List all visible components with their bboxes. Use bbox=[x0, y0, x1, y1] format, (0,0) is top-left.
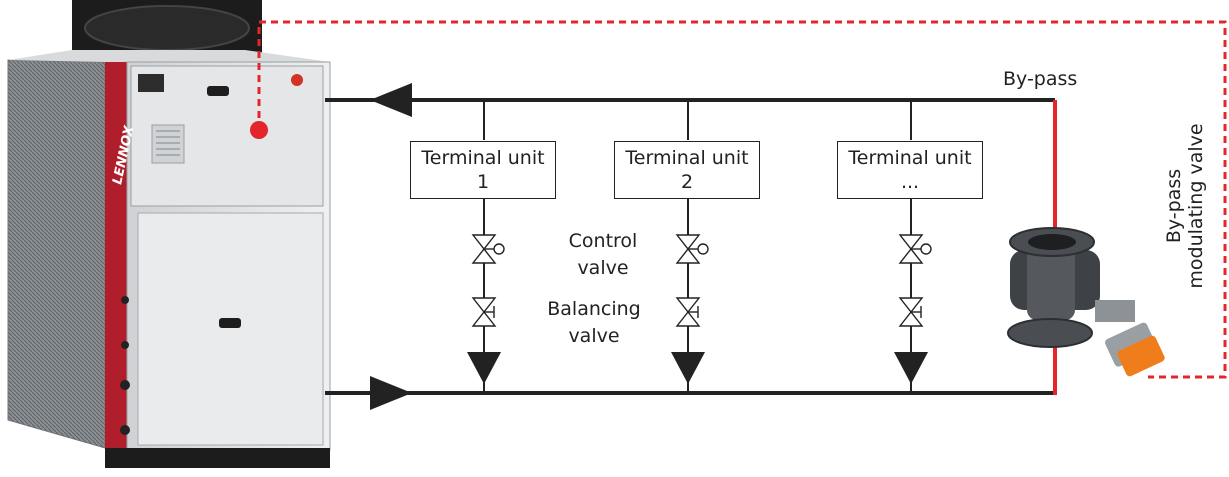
terminal-unit-1: Terminal unit 1 bbox=[410, 141, 556, 199]
valve-actuator bbox=[1117, 335, 1165, 377]
controller-dot bbox=[250, 121, 268, 139]
side-coil bbox=[7, 59, 106, 449]
valve-flange-bottom bbox=[1007, 318, 1093, 348]
control-valve-label-line2: valve bbox=[577, 257, 629, 279]
panel-handle-top bbox=[207, 86, 229, 96]
balancing-valve-label: Balancing valve bbox=[530, 296, 658, 350]
terminal-unit-3-number: ... bbox=[900, 171, 920, 193]
valve-stem-bracket bbox=[1095, 300, 1135, 322]
bypass-valve-label-line2: modulating valve bbox=[1185, 123, 1207, 289]
control-valve-label: Control valve bbox=[548, 228, 658, 282]
terminal-unit-2-number: 2 bbox=[680, 171, 694, 193]
terminal-unit-2: Terminal unit 2 bbox=[614, 141, 760, 199]
chiller-unit: LENNOX bbox=[7, 0, 331, 468]
bypass-modulating-valve bbox=[1007, 227, 1165, 377]
check-arrow-2 bbox=[671, 352, 705, 384]
control-valve-3 bbox=[898, 234, 932, 264]
terminal-unit-1-title: Terminal unit bbox=[421, 147, 545, 169]
terminal-branch-2 bbox=[671, 100, 709, 393]
control-signal-line bbox=[257, 20, 1227, 379]
door-handle bbox=[219, 318, 241, 328]
balancing-valve-3 bbox=[898, 297, 924, 327]
terminal-unit-1-number: 1 bbox=[476, 171, 490, 193]
emergency-switch bbox=[291, 74, 303, 86]
control-valve-2 bbox=[675, 234, 709, 264]
terminal-unit-3-title: Terminal unit bbox=[848, 147, 972, 169]
bypass-label: By-pass bbox=[1003, 68, 1078, 90]
terminal-branch-1 bbox=[467, 100, 505, 393]
bypass-valve-label: By-pass modulating valve bbox=[1163, 121, 1207, 291]
return-flow-arrow bbox=[370, 83, 412, 117]
balancing-valve-1 bbox=[471, 297, 497, 327]
terminal-unit-3: Terminal unit ... bbox=[837, 141, 983, 199]
supply-flow-arrow bbox=[370, 376, 412, 410]
balancing-valve-label-line2: valve bbox=[568, 325, 620, 347]
check-arrow-1 bbox=[467, 352, 501, 384]
bypass-valve-label-line1: By-pass bbox=[1163, 168, 1185, 244]
terminal-unit-2-title: Terminal unit bbox=[625, 147, 749, 169]
cabinet-top bbox=[8, 50, 330, 62]
display-screen bbox=[138, 74, 164, 92]
check-arrow-3 bbox=[894, 352, 928, 384]
lower-door bbox=[137, 212, 324, 446]
cabinet-base bbox=[105, 448, 330, 468]
supply-return-piping bbox=[325, 98, 1055, 395]
fan-grille bbox=[84, 5, 250, 51]
terminal-branch-3 bbox=[894, 100, 932, 393]
control-valve-1 bbox=[471, 234, 505, 264]
balancing-valve-label-line1: Balancing bbox=[547, 298, 641, 320]
control-valve-label-line1: Control bbox=[568, 230, 638, 252]
red-brand-strip bbox=[105, 62, 127, 450]
balancing-valve-2 bbox=[675, 297, 701, 327]
